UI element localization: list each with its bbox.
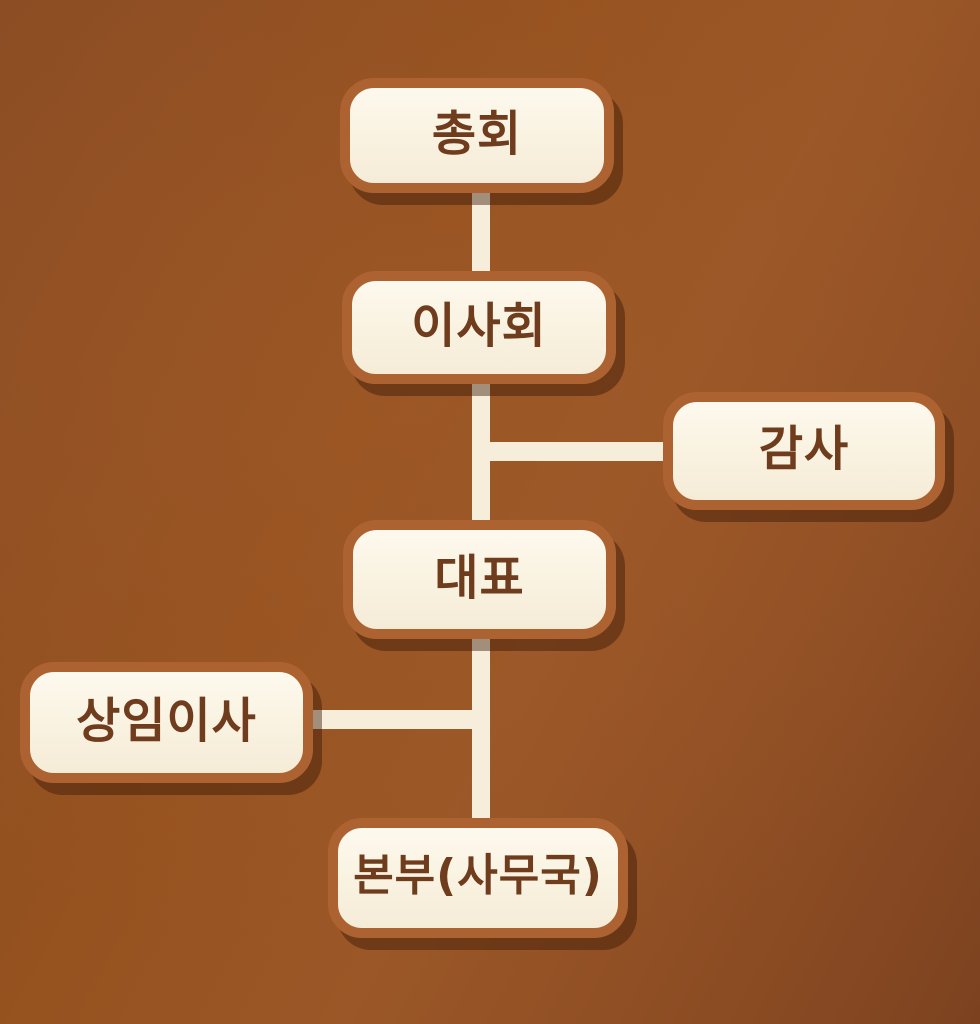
- connector-assembly-board: [472, 185, 490, 280]
- connector-branch-executive-director: [300, 710, 481, 729]
- node-auditor-label: 감사: [758, 421, 850, 477]
- node-executive-director: 상임이사: [20, 662, 313, 783]
- connector-branch-auditor: [481, 442, 676, 461]
- node-general-assembly-label: 총회: [431, 105, 523, 162]
- node-board-of-directors: 이사회: [342, 271, 616, 384]
- node-representative: 대표: [343, 520, 616, 639]
- node-auditor: 감사: [663, 392, 945, 510]
- node-representative-label: 대표: [434, 549, 525, 606]
- connector-representative-headquarters: [472, 632, 490, 827]
- node-headquarters-secretariat: 본부(사무국): [328, 818, 628, 938]
- node-executive-director-label: 상임이사: [76, 692, 257, 749]
- node-general-assembly: 총회: [340, 78, 614, 193]
- node-headquarters-secretariat-label: 본부(사무국): [353, 850, 603, 901]
- node-board-of-directors-label: 이사회: [411, 297, 547, 354]
